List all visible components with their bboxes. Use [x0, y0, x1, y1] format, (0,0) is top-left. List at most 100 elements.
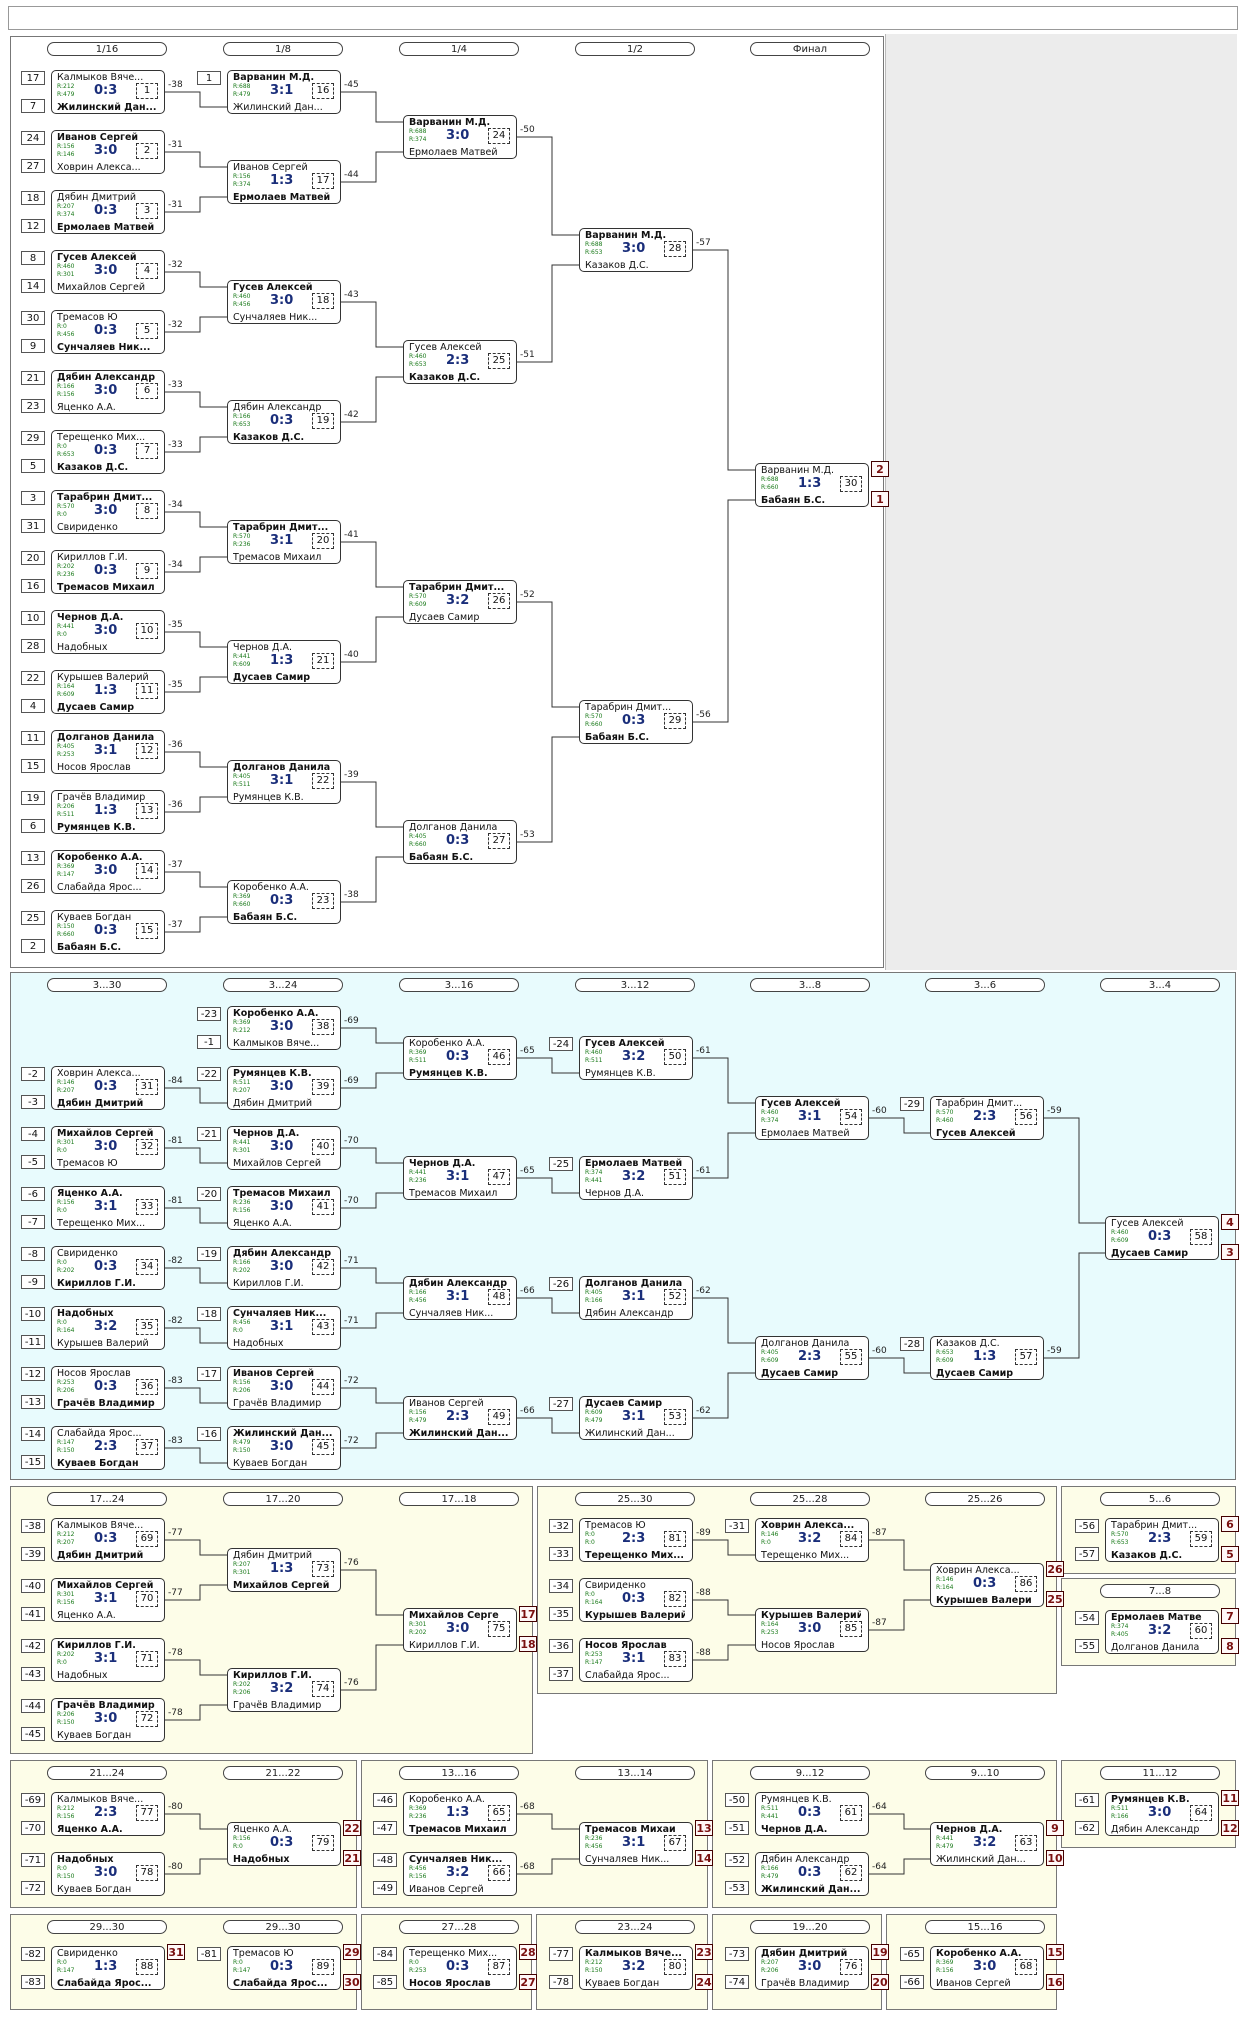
player-name[interactable]: Надобных: [57, 642, 108, 653]
player-name[interactable]: Дусаев Самир: [585, 1398, 663, 1409]
player-name[interactable]: Гусев Алексей: [1111, 1218, 1184, 1229]
player-name[interactable]: Жилинский Дан...: [761, 1884, 861, 1895]
player-name[interactable]: Сунчаляев Ник...: [409, 1854, 503, 1865]
player-name[interactable]: Казаков Д.С.: [57, 462, 129, 473]
player-name[interactable]: Тарабрин Дмит...: [409, 582, 505, 593]
player-name[interactable]: Грачёв Владимир: [57, 1700, 155, 1711]
player-name[interactable]: Свириденко: [57, 1948, 118, 1959]
player-name[interactable]: Ермолаев Матвей: [57, 222, 155, 233]
player-name[interactable]: Ховрин Алекса...: [57, 1068, 141, 1079]
player-name[interactable]: Румянцев К.В.: [233, 792, 304, 803]
player-name[interactable]: Носов Ярослав: [585, 1640, 667, 1651]
player-name[interactable]: Тарабрин Дмит...: [936, 1098, 1023, 1109]
player-name[interactable]: Калмыков Вяче...: [233, 1038, 320, 1049]
player-name[interactable]: Долганов Данила: [761, 1338, 850, 1349]
player-name[interactable]: Коробенко А.А.: [233, 1008, 319, 1019]
player-name[interactable]: Жилинский Дан...: [409, 1428, 509, 1439]
player-name[interactable]: Варванин М.Д.: [409, 117, 491, 128]
player-name[interactable]: Гусев Алексей: [936, 1128, 1016, 1139]
player-name[interactable]: Чернов Д.А.: [409, 1158, 476, 1169]
player-name[interactable]: Румянцев К.В.: [585, 1068, 656, 1079]
player-name[interactable]: Дябин Дмитрий: [57, 1550, 144, 1561]
player-name[interactable]: Носов Ярослав: [761, 1640, 835, 1651]
player-name[interactable]: Иванов Сергей: [233, 162, 308, 173]
player-name[interactable]: Дябин Александр: [761, 1854, 850, 1865]
player-name[interactable]: Коробенко А.А.: [409, 1038, 485, 1049]
player-name[interactable]: Дусаев Самир: [409, 612, 480, 623]
player-name[interactable]: Дябин Александр: [585, 1308, 674, 1319]
player-name[interactable]: Куваев Богдан: [585, 1978, 660, 1989]
player-name[interactable]: Курышев Валерий: [761, 1610, 861, 1621]
player-name[interactable]: Куваев Богдан: [233, 1458, 308, 1469]
player-name[interactable]: Терещенко Мих...: [761, 1550, 850, 1561]
player-name[interactable]: Дябин Александр: [1111, 1824, 1200, 1835]
player-name[interactable]: Грачёв Владимир: [761, 1978, 850, 1989]
player-name[interactable]: Грачёв Владимир: [233, 1398, 322, 1409]
player-name[interactable]: Чернов Д.А.: [936, 1824, 1003, 1835]
player-name[interactable]: Тарабрин Дмит...: [1111, 1520, 1198, 1531]
player-name[interactable]: Дябин Александр: [233, 402, 322, 413]
player-name[interactable]: Гусев Алексей: [57, 252, 137, 263]
player-name[interactable]: Сунчаляев Ник...: [233, 312, 318, 323]
player-name[interactable]: Казаков Д.С.: [585, 260, 649, 271]
player-name[interactable]: Сунчаляев Ник...: [409, 1308, 494, 1319]
player-name[interactable]: Иванов Сергей: [409, 1884, 484, 1895]
player-name[interactable]: Свириденко: [57, 522, 118, 533]
player-name[interactable]: Курышев Валери: [936, 1595, 1032, 1606]
player-name[interactable]: Терещенко Мих...: [409, 1948, 498, 1959]
player-name[interactable]: Жилинский Дан...: [57, 102, 157, 113]
player-name[interactable]: Курышев Валерий: [585, 1610, 685, 1621]
player-name[interactable]: Гусев Алексей: [761, 1098, 841, 1109]
player-name[interactable]: Гусев Алексей: [585, 1038, 665, 1049]
player-name[interactable]: Ермолаев Матвей: [233, 192, 331, 203]
player-name[interactable]: Дусаев Самир: [1111, 1248, 1189, 1259]
player-name[interactable]: Дябин Дмитрий: [57, 1098, 144, 1109]
player-name[interactable]: Дябин Дмитрий: [233, 1098, 313, 1109]
player-name[interactable]: Тарабрин Дмит...: [585, 702, 672, 713]
player-name[interactable]: Казаков Д.С.: [936, 1338, 1000, 1349]
player-name[interactable]: Калмыков Вяче...: [57, 1794, 144, 1805]
player-name[interactable]: Гусев Алексей: [233, 282, 313, 293]
player-name[interactable]: Жилинский Дан...: [585, 1428, 675, 1439]
player-name[interactable]: Терещенко Мих...: [585, 1550, 685, 1561]
player-name[interactable]: Слабайда Ярос...: [57, 1428, 142, 1439]
player-name[interactable]: Куваев Богдан: [57, 1458, 139, 1469]
player-name[interactable]: Гусев Алексей: [409, 342, 482, 353]
player-name[interactable]: Дябин Александр: [57, 372, 156, 383]
